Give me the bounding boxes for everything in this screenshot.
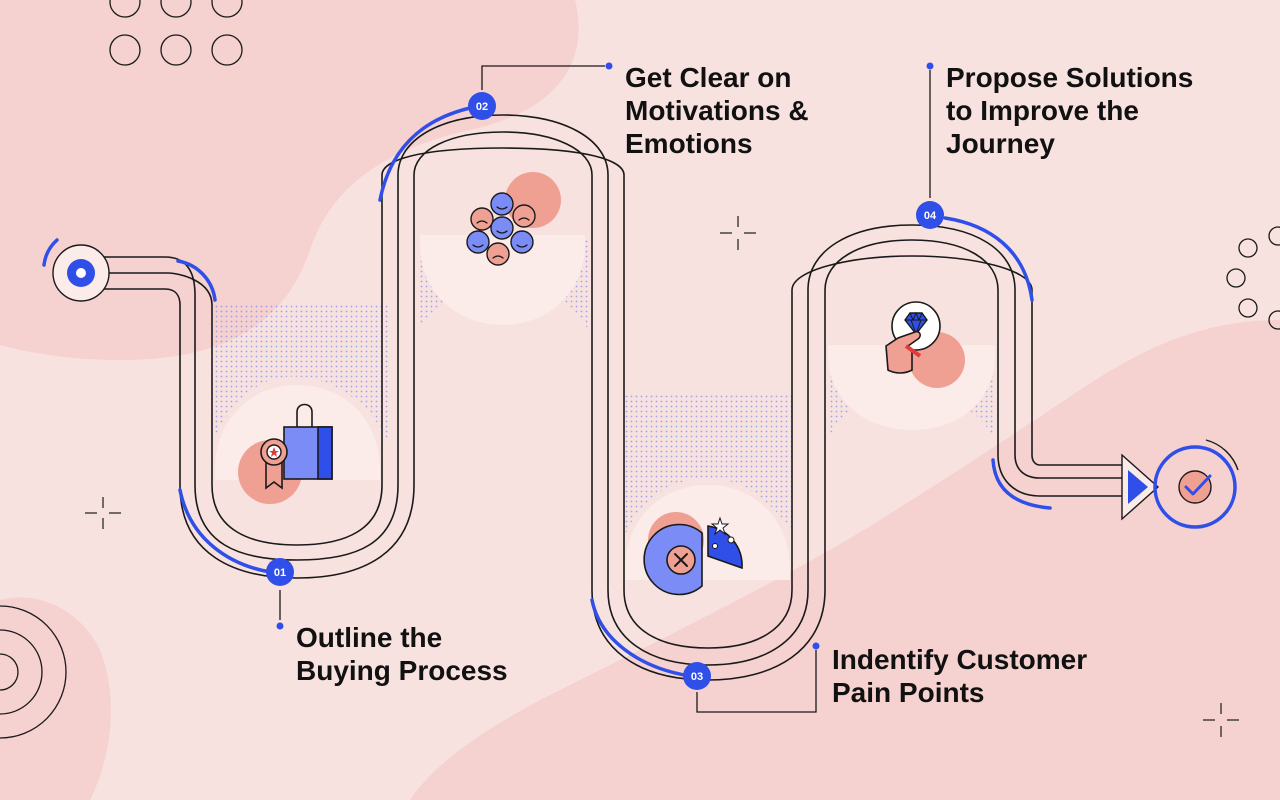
step-03-label-line: Pain Points <box>832 677 984 708</box>
svg-text:03: 03 <box>691 671 703 683</box>
hand-diamond-icon <box>885 301 965 388</box>
svg-text:02: 02 <box>476 101 488 113</box>
start-point-icon <box>52 244 110 302</box>
step-02-label: Get Clear on Motivations & Emotions <box>625 62 816 159</box>
step-04-label: Propose Solutions to Improve the Journey <box>946 62 1201 159</box>
step-04-label-line: Journey <box>946 128 1055 159</box>
road-inner <box>60 147 1125 649</box>
decorative-circles-top-left <box>109 0 243 66</box>
accent-arcs <box>42 106 1052 678</box>
connector-dots <box>276 62 934 650</box>
label-connectors <box>279 65 931 713</box>
blob-bottom-right <box>410 320 1280 800</box>
step-badge-01: 01 <box>266 558 294 586</box>
step-04-label-line: to Improve the <box>946 95 1139 126</box>
step-03-label-line: Indentify Customer <box>832 644 1087 675</box>
sparkle-icon <box>720 216 756 250</box>
step-badge-04: 04 <box>916 201 944 229</box>
concentric-circles-decoration <box>0 605 67 739</box>
step-01-label-line: Buying Process <box>296 655 508 686</box>
emotion-faces-icon <box>466 172 561 266</box>
pie-chart-error-icon <box>643 512 743 596</box>
blob-bottom-left <box>0 597 111 800</box>
step-02-label-line: Emotions <box>625 128 753 159</box>
step-01-label-line: Outline the <box>296 622 442 653</box>
step-01-label: Outline the Buying Process <box>296 622 508 686</box>
step-03-label: Indentify Customer Pain Points <box>832 644 1095 708</box>
sparkle-icon <box>85 497 121 529</box>
sparkle-icon <box>1203 703 1239 737</box>
sparkle-decorations <box>85 216 1239 737</box>
step-02-label-line: Motivations & <box>625 95 809 126</box>
checkmark-goal-icon <box>1153 439 1239 529</box>
play-arrow-icon <box>1121 453 1160 521</box>
step-02-label-line: Get Clear on <box>625 62 791 93</box>
step-badge-02: 02 <box>468 92 496 120</box>
road-outer-bottom <box>60 131 1125 681</box>
shopping-bag-award-icon <box>238 403 333 504</box>
decorative-circles-right <box>1226 226 1280 330</box>
svg-text:04: 04 <box>924 210 937 222</box>
svg-text:01: 01 <box>274 567 286 579</box>
blob-top-left <box>0 0 579 360</box>
step-badge-03: 03 <box>683 662 711 690</box>
step-04-label-line: Propose Solutions <box>946 62 1193 93</box>
